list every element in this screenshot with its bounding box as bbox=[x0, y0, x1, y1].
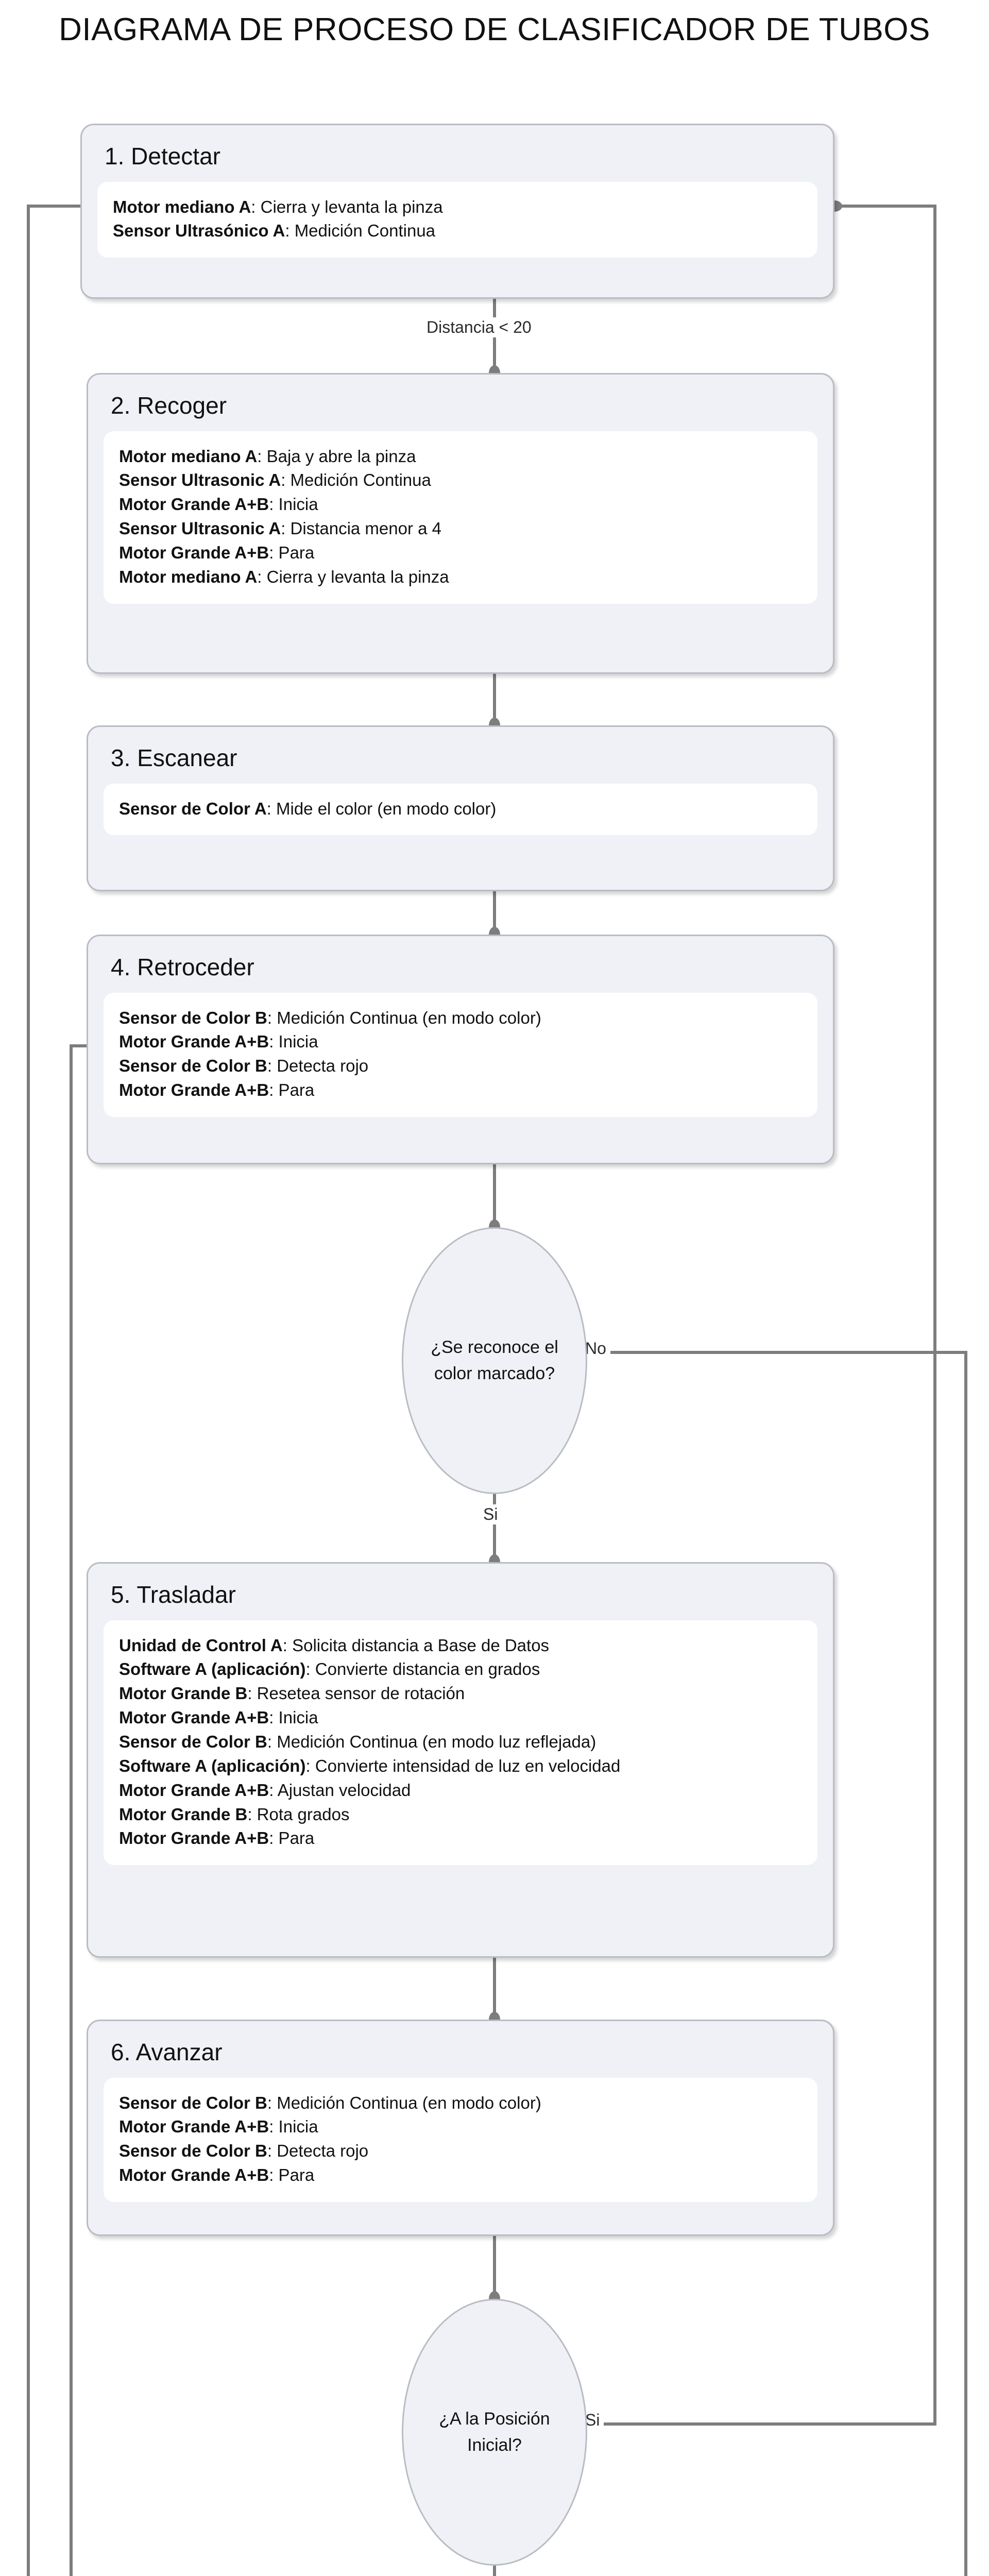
process-node-escanear[interactable]: 3. Escanear Sensor de Color A: Mide el c… bbox=[87, 725, 834, 891]
process-node-trasladar[interactable]: 5. Trasladar Unidad de Control A: Solici… bbox=[87, 1562, 834, 1958]
node-line: Motor Grande B: Resetea sensor de rotaci… bbox=[119, 1684, 465, 1703]
node-line: Sensor Ultrasonic A: Medición Continua bbox=[119, 470, 431, 490]
edge-label-color-si: Si bbox=[479, 1504, 502, 1525]
process-node-detectar[interactable]: 1. Detectar Motor mediano A: Cierra y le… bbox=[80, 124, 834, 299]
node-line: Sensor de Color B: Detecta rojo bbox=[119, 2141, 369, 2161]
node-line-actor: Sensor de Color A bbox=[119, 799, 267, 818]
node-line: Motor Grande A+B: Inicia bbox=[119, 1708, 318, 1727]
node-line-actor: Motor mediano A bbox=[113, 197, 251, 216]
node-line: Motor Grande A+B: Para bbox=[119, 1828, 315, 1848]
node-line-actor: Motor Grande B bbox=[119, 1804, 248, 1824]
node-line-actor: Sensor de Color B bbox=[119, 1056, 267, 1076]
node-line: Motor Grande A+B: Inicia bbox=[119, 2117, 318, 2137]
node-line: Motor mediano A: Cierra y levanta la pin… bbox=[113, 197, 443, 216]
node-line-actor: Motor Grande A+B bbox=[119, 1708, 269, 1727]
node-body-retroceder: Sensor de Color B: Medición Continua (en… bbox=[104, 992, 817, 1117]
decision-node-color-marcado[interactable]: ¿Se reconoce el color marcado? bbox=[402, 1227, 587, 1494]
node-line: Motor Grande A+B: Para bbox=[119, 543, 315, 562]
node-title-avanzar: 6. Avanzar bbox=[111, 2039, 223, 2065]
edge-label-distancia: Distancia < 20 bbox=[422, 317, 536, 338]
node-line: Motor Grande B: Rota grados bbox=[119, 1804, 350, 1824]
node-line-actor: Sensor Ultrasonic A bbox=[119, 519, 281, 538]
node-line-actor: Motor mediano A bbox=[119, 567, 258, 586]
node-body-trasladar: Unidad de Control A: Solicita distancia … bbox=[104, 1620, 817, 1866]
node-line: Motor mediano A: Cierra y levanta la pin… bbox=[119, 567, 449, 586]
node-line-actor: Motor mediano A bbox=[119, 446, 258, 466]
node-line-actor: Motor Grande A+B bbox=[119, 2165, 269, 2185]
node-line-actor: Motor Grande A+B bbox=[119, 543, 269, 562]
node-line-actor: Sensor Ultrasónico A bbox=[113, 221, 285, 241]
node-title-recoger: 2. Recoger bbox=[111, 392, 227, 419]
node-line-actor: Motor Grande A+B bbox=[119, 495, 269, 514]
node-line-actor: Sensor de Color B bbox=[119, 1008, 267, 1027]
node-line: Sensor Ultrasónico A: Medición Continua bbox=[113, 221, 436, 241]
node-line-actor: Motor Grande B bbox=[119, 1684, 248, 1703]
node-line: Sensor Ultrasonic A: Distancia menor a 4 bbox=[119, 519, 442, 538]
node-line-actor: Unidad de Control A bbox=[119, 1635, 283, 1655]
node-line: Motor Grande A+B: Para bbox=[119, 2165, 315, 2185]
node-line-actor: Sensor de Color B bbox=[119, 1732, 267, 1751]
node-line-actor: Software A (aplicación) bbox=[119, 1756, 306, 1775]
node-line-actor: Software A (aplicación) bbox=[119, 1659, 306, 1679]
node-line: Unidad de Control A: Solicita distancia … bbox=[119, 1635, 550, 1655]
node-body-escanear: Sensor de Color A: Mide el color (en mod… bbox=[104, 783, 817, 836]
node-title-escanear: 3. Escanear bbox=[111, 744, 237, 771]
node-line-actor: Sensor Ultrasonic A bbox=[119, 470, 281, 490]
node-body-avanzar: Sensor de Color B: Medición Continua (en… bbox=[104, 2077, 817, 2202]
node-line: Motor Grande A+B: Ajustan velocidad bbox=[119, 1780, 411, 1800]
node-line-actor: Sensor de Color B bbox=[119, 2141, 267, 2161]
node-line: Motor mediano A: Baja y abre la pinza bbox=[119, 446, 416, 466]
node-line-actor: Motor Grande A+B bbox=[119, 1828, 269, 1848]
decision-node-posicion-inicial[interactable]: ¿A la Posición Inicial? bbox=[402, 2299, 587, 2566]
node-line-actor: Sensor de Color B bbox=[119, 2093, 267, 2112]
node-line: Sensor de Color B: Medición Continua (en… bbox=[119, 1008, 541, 1027]
node-line: Motor Grande A+B: Para bbox=[119, 1080, 315, 1100]
page-title: DIAGRAMA DE PROCESO DE CLASIFICADOR DE T… bbox=[59, 12, 930, 47]
node-line: Software A (aplicación): Convierte dista… bbox=[119, 1659, 540, 1679]
node-line: Motor Grande A+B: Inicia bbox=[119, 495, 318, 514]
node-title-retroceder: 4. Retroceder bbox=[111, 954, 254, 980]
decision-label-posicion-inicial: ¿A la Posición Inicial? bbox=[439, 2409, 550, 2455]
node-line: Motor Grande A+B: Inicia bbox=[119, 1032, 318, 1052]
node-line-actor: Motor Grande A+B bbox=[119, 1780, 269, 1800]
node-line: Sensor de Color A: Mide el color (en mod… bbox=[119, 799, 497, 818]
process-node-recoger[interactable]: 2. Recoger Motor mediano A: Baja y abre … bbox=[87, 373, 834, 674]
node-line: Sensor de Color B: Medición Continua (en… bbox=[119, 2093, 541, 2112]
process-node-retroceder[interactable]: 4. Retroceder Sensor de Color B: Medició… bbox=[87, 935, 834, 1164]
process-node-avanzar[interactable]: 6. Avanzar Sensor de Color B: Medición C… bbox=[87, 2020, 834, 2236]
decision-label-color-marcado: ¿Se reconoce el color marcado? bbox=[431, 1337, 558, 1383]
node-line: Software A (aplicación): Convierte inten… bbox=[119, 1756, 621, 1775]
node-line-actor: Motor Grande A+B bbox=[119, 1032, 269, 1052]
node-line: Sensor de Color B: Detecta rojo bbox=[119, 1056, 369, 1076]
node-line-actor: Motor Grande A+B bbox=[119, 2117, 269, 2137]
node-title-detectar: 1. Detectar bbox=[105, 143, 220, 170]
node-line-actor: Motor Grande A+B bbox=[119, 1080, 269, 1100]
node-body-detectar: Motor mediano A: Cierra y levanta la pin… bbox=[97, 181, 817, 258]
node-line: Sensor de Color B: Medición Continua (en… bbox=[119, 1732, 596, 1751]
node-title-trasladar: 5. Trasladar bbox=[111, 1581, 236, 1608]
